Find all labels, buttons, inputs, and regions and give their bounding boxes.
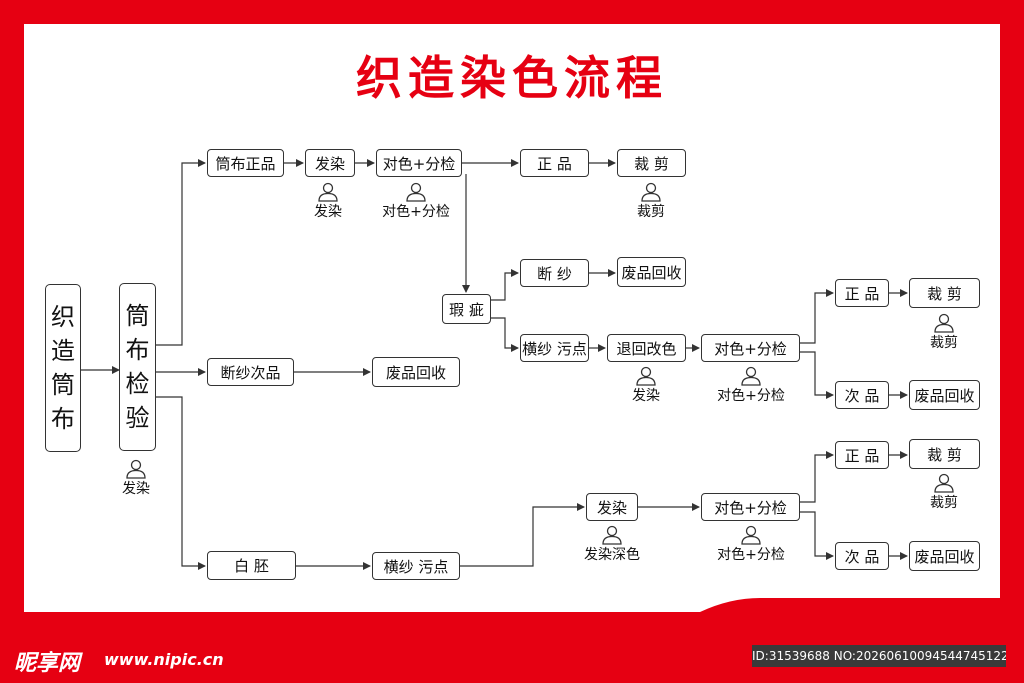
person-icon <box>741 366 761 386</box>
node-waste-1: 废品回收 <box>617 257 686 287</box>
node-good-2: 正 品 <box>835 279 889 307</box>
operator-color-check-1: 对色+分检 <box>361 182 471 221</box>
operator-dye-3: 发染深色 <box>557 525 667 564</box>
arrow-check2-second2 <box>800 351 834 399</box>
image-id-label: ID:31539688 NO:20260610094544745122 <box>752 645 1006 667</box>
node-cut-3: 裁 剪 <box>909 439 980 469</box>
vertical-char: 布 <box>125 336 150 364</box>
vertical-char: 布 <box>51 405 75 433</box>
operator-label: 裁剪 <box>930 495 958 511</box>
node-broken-yarn-1: 断 纱 <box>520 259 589 287</box>
arrow-check3-good3 <box>800 451 834 503</box>
node-second-2: 次 品 <box>835 381 889 409</box>
node-waste-mid: 废品回收 <box>372 357 460 387</box>
operator-label: 发染 <box>122 481 150 497</box>
operator-cut-1: 裁剪 <box>596 182 706 221</box>
node-good-1: 正 品 <box>520 149 589 177</box>
node-redye: 退回改色 <box>607 334 686 362</box>
vertical-char: 筒 <box>125 302 150 330</box>
node-stain-1: 横纱 污点 <box>520 334 589 362</box>
vertical-char: 筒 <box>51 371 75 399</box>
node-color-check-3: 对色+分检 <box>701 493 800 521</box>
node-waste-3: 废品回收 <box>909 541 980 571</box>
site-logo: 昵享网 <box>14 651 81 676</box>
operator-dye-1: 发染 <box>273 182 383 221</box>
node-good-3: 正 品 <box>835 441 889 469</box>
node-stain-2: 横纱 污点 <box>372 552 460 580</box>
vertical-char: 造 <box>51 337 75 365</box>
node-color-check-2: 对色+分检 <box>701 334 800 362</box>
node-broken-second: 断纱次品 <box>207 358 294 386</box>
person-icon <box>641 182 661 202</box>
operator-cut-2: 裁剪 <box>889 313 999 352</box>
arrow-defect-stain <box>491 317 519 352</box>
operator-label: 发染 <box>314 204 342 220</box>
operator-label: 发染深色 <box>584 547 640 563</box>
operator-label: 裁剪 <box>930 335 958 351</box>
arrow-check3-second3 <box>800 511 834 560</box>
vertical-char: 织 <box>51 303 75 331</box>
arrow-inspect-grey <box>156 396 206 570</box>
person-icon <box>406 182 426 202</box>
person-icon <box>636 366 656 386</box>
node-waste-2: 废品回收 <box>909 380 980 410</box>
node-tube-inspect: 筒布检验 <box>119 283 156 451</box>
operator-label: 发染 <box>632 388 660 404</box>
node-dye-3: 发染 <box>586 493 638 521</box>
person-icon <box>602 525 622 545</box>
content-panel <box>24 24 1000 620</box>
page-title: 织造染色流程 <box>356 51 668 105</box>
node-second-3: 次 品 <box>835 542 889 570</box>
node-dye-1: 发染 <box>305 149 355 177</box>
vertical-char: 验 <box>125 404 150 432</box>
operator-color-check-2: 对色+分检 <box>696 366 806 405</box>
arrow-check2-good2 <box>800 289 834 344</box>
node-defect: 瑕 疵 <box>442 294 491 324</box>
operator-inspect: 发染 <box>81 459 191 498</box>
arrow-inspect-good <box>156 159 206 346</box>
operator-label: 对色+分检 <box>717 547 785 563</box>
bottom-red-wave <box>24 598 1000 620</box>
site-url[interactable]: www.nipic.cn <box>104 650 224 669</box>
operator-redye: 发染 <box>591 366 701 405</box>
operator-label: 对色+分检 <box>382 204 450 220</box>
node-cut-1: 裁 剪 <box>617 149 686 177</box>
operator-cut-3: 裁剪 <box>889 473 999 512</box>
person-icon <box>934 313 954 333</box>
node-good-tube: 筒布正品 <box>207 149 284 177</box>
node-cut-2: 裁 剪 <box>909 278 980 308</box>
operator-label: 对色+分检 <box>717 388 785 404</box>
vertical-char: 检 <box>125 370 150 398</box>
node-color-check-1: 对色+分检 <box>376 149 462 177</box>
arrow-defect-broken <box>491 269 519 301</box>
arrow-stain-dye3 <box>460 503 585 567</box>
person-icon <box>741 525 761 545</box>
person-icon <box>934 473 954 493</box>
person-icon <box>318 182 338 202</box>
node-grey: 白 胚 <box>207 551 296 580</box>
node-weave-tube: 织造筒布 <box>45 284 81 452</box>
person-icon <box>126 459 146 479</box>
operator-color-check-3: 对色+分检 <box>696 525 806 564</box>
operator-label: 裁剪 <box>637 204 665 220</box>
